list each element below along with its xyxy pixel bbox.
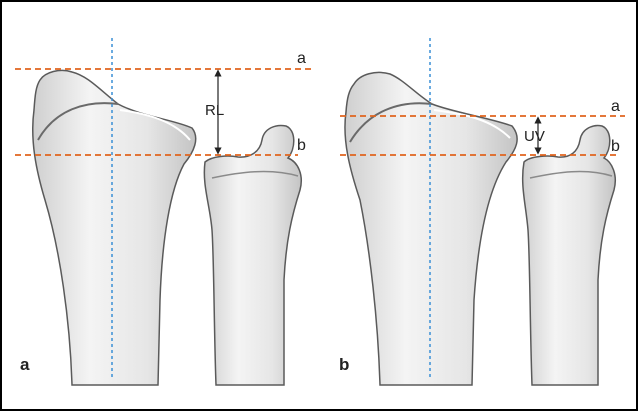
line-top-label-a: a — [297, 50, 306, 67]
panel-label-b: b — [339, 355, 349, 374]
measurement-label-b: UV — [524, 128, 545, 145]
line-bottom-label-b: b — [611, 138, 620, 155]
line-top-label-b: a — [611, 98, 620, 115]
line-bottom-label-a: b — [297, 137, 306, 154]
panel-label-a: a — [20, 355, 30, 374]
measurement-label-a: RL — [205, 102, 224, 119]
